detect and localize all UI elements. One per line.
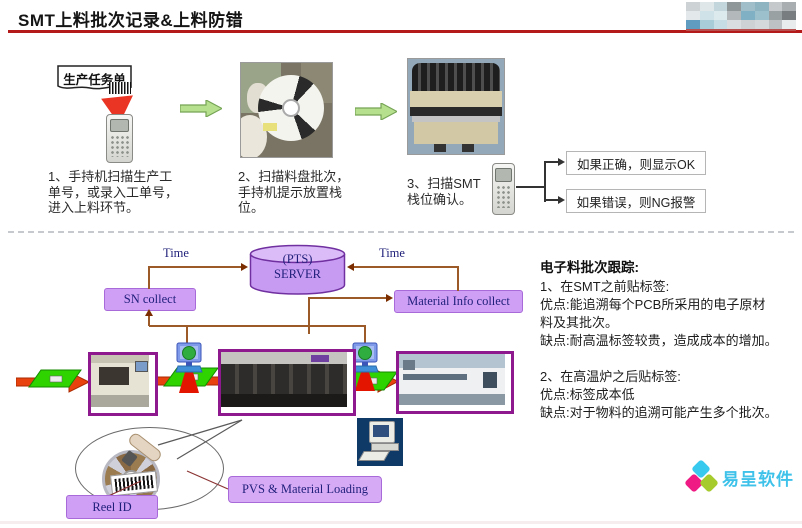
mosaic-cell xyxy=(713,11,728,20)
mosaic-cell xyxy=(686,11,700,20)
mosaic-cell xyxy=(727,2,741,11)
step2-text: 2、扫描料盘批次， 手持机提示放置栈 位。 xyxy=(238,169,350,215)
mosaic-cell xyxy=(699,20,714,29)
pts-server-cylinder xyxy=(249,244,346,295)
connector-line xyxy=(309,297,387,299)
machine-pick-and-place xyxy=(218,349,356,416)
machine-monitor xyxy=(403,360,415,370)
note-line: 缺点:耐高温标签较贵，造成成本的增加。 xyxy=(540,333,778,348)
mosaic-cell xyxy=(754,11,769,20)
arrowhead xyxy=(386,294,393,302)
machine-logo xyxy=(311,355,329,362)
server-label-line2: SERVER xyxy=(274,267,321,281)
time-label-right: Time xyxy=(379,246,405,260)
mosaic-cell xyxy=(754,2,769,11)
machine-reflow-oven xyxy=(396,351,514,414)
connector-line xyxy=(364,325,366,343)
mosaic-cell xyxy=(782,11,796,20)
connector-line xyxy=(308,297,310,334)
page-title: SMT上料批次记录&上料防错 xyxy=(18,11,244,30)
connector-line xyxy=(149,325,366,327)
arrowhead xyxy=(145,309,153,316)
handheld-keypad xyxy=(110,135,129,157)
connector-line xyxy=(546,161,559,163)
mosaic-cell xyxy=(686,20,700,29)
mosaic-cell xyxy=(754,20,769,29)
workstation-computer-icon xyxy=(357,418,403,466)
bottom-strip xyxy=(0,521,802,524)
note-line: 1、在SMT之前贴标签: xyxy=(540,279,670,294)
handheld-scanner-icon xyxy=(106,114,133,163)
brand-name: 易呈软件 xyxy=(722,470,794,489)
arrowhead xyxy=(241,263,248,271)
connector-line xyxy=(352,266,459,268)
pvs-material-loading-box: PVS & Material Loading xyxy=(228,476,382,503)
handheld-screen xyxy=(110,119,129,133)
connector-line xyxy=(148,266,243,268)
time-label-left: Time xyxy=(163,246,189,260)
section-divider xyxy=(8,231,794,233)
connector-line xyxy=(186,325,188,343)
connector-line xyxy=(148,268,150,289)
step1-text: 1、手持机扫描生产工 单号，或录入工单号， 进入上料环节。 xyxy=(48,169,179,215)
connector-line xyxy=(546,199,559,201)
note-line: 料及其批次。 xyxy=(540,315,619,330)
mosaic-cell xyxy=(741,20,755,29)
feeder-reels xyxy=(412,63,500,93)
note-line: 优点:能追溯每个PCB所采用的电子原材 xyxy=(540,297,766,312)
line-scanner-icon xyxy=(351,342,379,391)
notes-title: 电子料批次跟踪: xyxy=(540,260,639,275)
notes-lines: 1、在SMT之前贴标签: 优点:能追溯每个PCB所采用的电子原材料及其批次。缺点:… xyxy=(540,278,802,422)
mosaic-cell xyxy=(768,20,783,29)
reel-label xyxy=(263,123,277,131)
mosaic-cell xyxy=(741,2,755,11)
line-scanner-icon xyxy=(175,342,203,393)
note-line: 2、在高温炉之后贴标签: xyxy=(540,369,681,384)
result-ng-box: 如果错误，则NG报警 xyxy=(566,189,706,213)
sn-collect-box: SN collect xyxy=(104,288,196,311)
machine-monitor xyxy=(135,361,148,372)
connector-line xyxy=(544,161,546,202)
material-collect-box: Material Info collect xyxy=(394,290,523,313)
blurred-company-logo xyxy=(686,2,796,31)
title-underline xyxy=(8,30,802,33)
photo-smt-feeder xyxy=(407,58,505,155)
arrowhead xyxy=(347,263,354,271)
note-line: 优点:标签成本低 xyxy=(540,387,635,402)
result-ok-box: 如果正确，则显示OK xyxy=(566,151,706,175)
mosaic-cell xyxy=(741,11,755,20)
pcb-board-icon xyxy=(28,369,82,388)
mosaic-cell xyxy=(713,20,728,29)
mosaic-cell xyxy=(713,2,728,11)
machine-screen-printer xyxy=(88,352,158,416)
note-line: 缺点:对于物料的追溯可能产生多个批次。 xyxy=(540,405,778,420)
connector-line xyxy=(457,268,459,291)
arrowhead xyxy=(558,158,565,166)
mosaic-cell xyxy=(768,11,783,20)
photo-reel-scanning xyxy=(240,62,333,158)
arrowhead xyxy=(558,196,565,204)
connector-line xyxy=(148,315,150,326)
step3-text: 3、扫描SMT 栈位确认。 xyxy=(407,176,481,207)
reel-id-box: Reel ID xyxy=(66,495,158,519)
connector-line xyxy=(516,186,545,188)
flow-arrow-icon xyxy=(180,100,222,117)
note-line xyxy=(540,350,802,368)
flow-arrow-icon xyxy=(355,103,397,120)
mosaic-cell xyxy=(727,11,741,20)
mosaic-cell xyxy=(782,2,796,11)
scan-beam-icon xyxy=(101,95,133,116)
mosaic-cell xyxy=(699,2,714,11)
notes-block: 电子料批次跟踪: 1、在SMT之前贴标签: 优点:能追溯每个PCB所采用的电子原材… xyxy=(540,258,802,422)
mosaic-cell xyxy=(699,11,714,20)
mosaic-cell xyxy=(782,20,796,29)
handheld-confirm-icon xyxy=(492,163,515,215)
mosaic-cell xyxy=(768,2,783,11)
mosaic-cell xyxy=(727,20,741,29)
mosaic-cell xyxy=(686,2,700,11)
barcode-icon xyxy=(109,82,131,94)
server-label-line1: (PTS) xyxy=(282,252,313,266)
